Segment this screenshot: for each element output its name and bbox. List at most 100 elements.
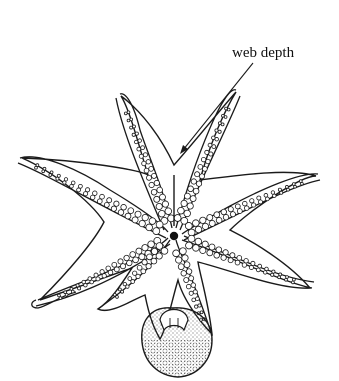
sucker: [127, 119, 130, 122]
sucker: [193, 245, 200, 252]
sucker: [207, 250, 213, 256]
sucker: [178, 207, 185, 214]
sucker: [258, 264, 262, 268]
sucker: [63, 181, 66, 184]
sucker: [228, 258, 233, 263]
sucker: [190, 196, 196, 202]
sucker: [121, 204, 127, 210]
sucker: [181, 200, 187, 206]
sucker: [126, 285, 129, 288]
sucker: [200, 247, 206, 253]
sucker: [264, 193, 268, 197]
sucker: [195, 172, 200, 177]
sucker: [202, 223, 208, 229]
sucker: [215, 129, 218, 132]
sucker: [200, 217, 206, 223]
sucker: [125, 213, 131, 219]
sucker: [212, 145, 216, 149]
sucker: [189, 291, 193, 295]
sucker: [77, 188, 81, 192]
sucker: [184, 193, 190, 199]
sucker: [144, 168, 149, 173]
sucker: [263, 271, 267, 275]
sucker: [182, 255, 188, 261]
sucker: [230, 253, 235, 258]
sucker: [100, 194, 105, 199]
sucker: [159, 210, 166, 217]
sucker: [149, 182, 154, 187]
sucker: [285, 185, 288, 188]
sucker: [124, 112, 127, 115]
sucker: [134, 140, 138, 144]
sucker: [146, 224, 153, 231]
sucker: [199, 174, 204, 179]
sucker: [230, 212, 235, 217]
sucker: [49, 174, 52, 177]
sucker: [221, 255, 226, 260]
sucker: [42, 170, 45, 173]
sucker: [139, 254, 145, 260]
sucker: [96, 277, 100, 281]
sucker: [191, 283, 196, 288]
sucker: [154, 180, 159, 185]
sucker: [130, 126, 133, 129]
sucker: [146, 175, 151, 180]
sucker: [97, 199, 102, 204]
sucker: [225, 107, 228, 110]
sucker: [157, 187, 163, 193]
sucker: [202, 241, 208, 247]
sucker: [242, 263, 246, 267]
sucker: [151, 258, 157, 264]
sucker: [136, 248, 142, 254]
sucker: [195, 226, 202, 233]
sucker: [292, 281, 295, 284]
sucker: [116, 296, 119, 299]
sucker: [118, 259, 123, 264]
sucker: [84, 283, 87, 286]
sucker: [279, 273, 282, 276]
sucker: [278, 276, 281, 279]
sucker: [165, 208, 172, 215]
sucker: [187, 203, 193, 209]
sucker: [111, 206, 116, 211]
sucker: [128, 208, 134, 214]
sucker: [184, 262, 190, 268]
web-depth-leader: [183, 63, 253, 150]
sucker: [146, 160, 150, 164]
sucker: [136, 274, 140, 278]
sucker: [107, 198, 112, 203]
sucker: [209, 220, 215, 226]
sucker: [193, 290, 197, 294]
sucker: [59, 297, 62, 300]
sucker: [249, 265, 253, 269]
sucker: [209, 244, 215, 250]
sucker: [186, 269, 191, 274]
sucker: [191, 179, 196, 184]
sucker: [195, 305, 198, 308]
sucker: [112, 262, 117, 267]
sucker: [139, 154, 143, 158]
sucker: [299, 180, 302, 183]
sucker: [70, 184, 74, 188]
sucker: [173, 250, 180, 257]
sucker: [184, 210, 191, 217]
sucker: [176, 257, 182, 263]
sucker: [244, 258, 248, 262]
sucker: [143, 153, 147, 157]
sucker: [160, 194, 166, 200]
sucker: [216, 217, 222, 223]
sucker: [148, 241, 155, 248]
sucker: [156, 253, 162, 259]
sucker: [256, 268, 260, 272]
sucker: [90, 195, 94, 199]
sucker: [293, 278, 296, 281]
sucker: [178, 264, 184, 270]
sucker: [56, 177, 59, 180]
sucker: [214, 212, 220, 218]
sucker: [218, 122, 221, 125]
sucker: [114, 201, 119, 206]
sucker: [104, 202, 109, 207]
sucker: [102, 274, 106, 278]
sucker: [235, 260, 240, 265]
